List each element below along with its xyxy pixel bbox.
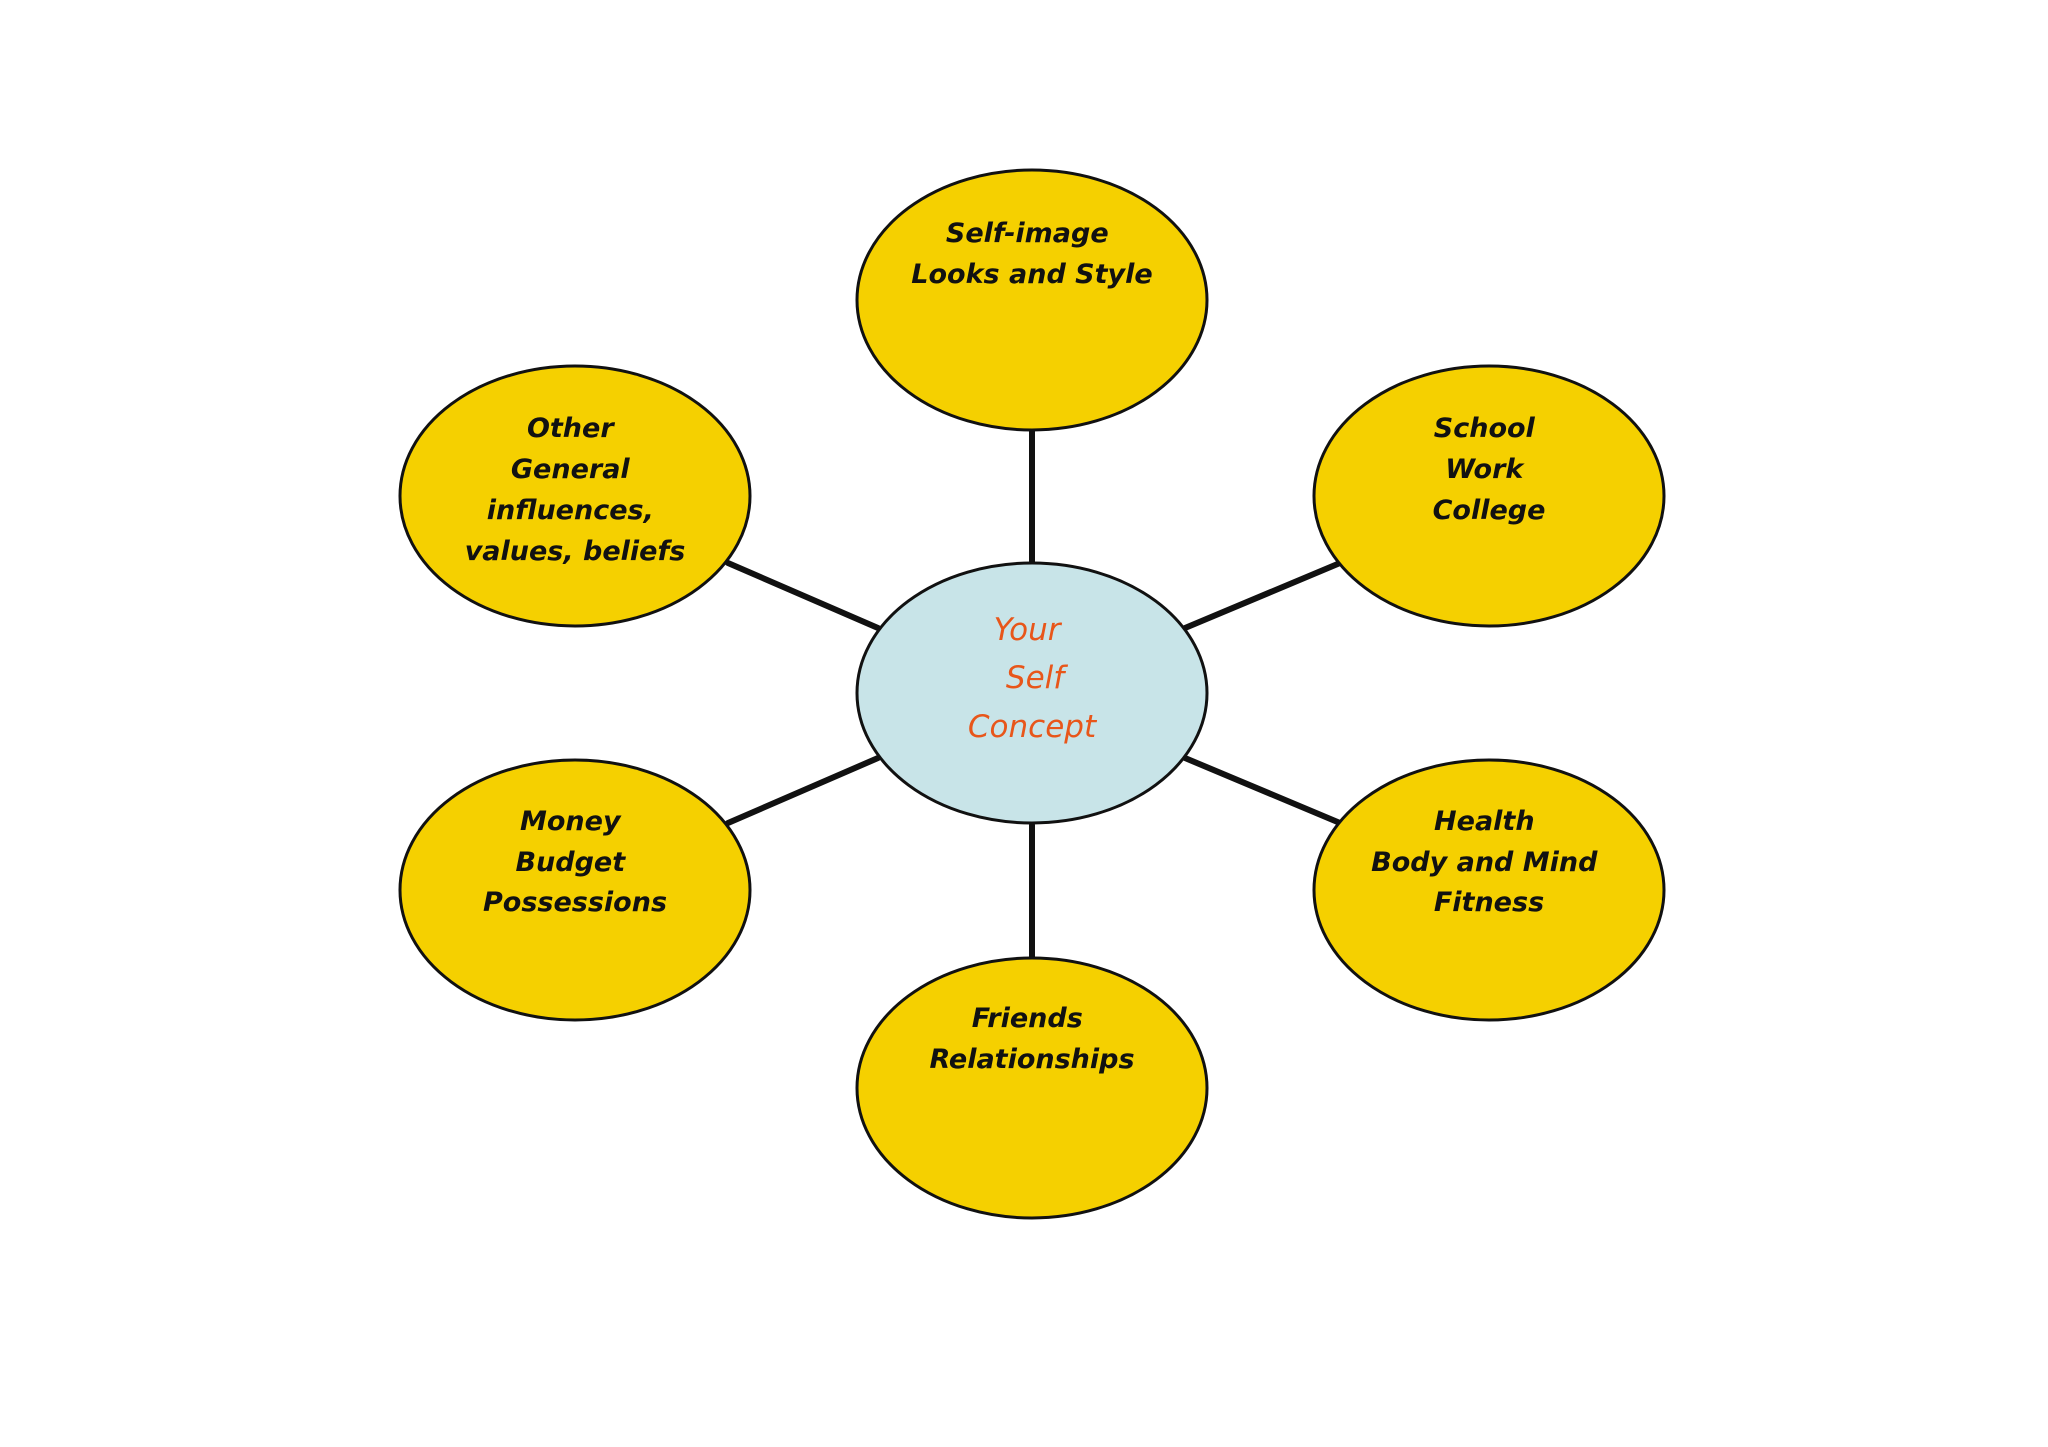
node-health: Health Body and Mind Fitness [1312,758,1666,1022]
svg-text:Health Body and Mind: Health Body and Mind Fitness [1371,806,1607,918]
connector-school [1182,560,1343,631]
node-school-line-3: College [1433,495,1546,526]
node-health-line-2: Body and Mind [1371,847,1598,878]
center-line-2: Self [1006,660,1068,696]
node-self-image-line-2: Looks and Style [911,259,1152,290]
connectors [725,427,1343,961]
node-health-line-1: Health [1434,806,1535,837]
node-school-line-2: Work [1445,454,1525,485]
node-self-image: Self-image Looks and Style [855,168,1209,432]
svg-text:Money Budget P: Money Budget Possessions [483,806,667,918]
svg-text:Friends Relationships: Friends Relationships [929,1003,1134,1075]
node-self-image-line-1: Self-image [946,218,1109,249]
center-line-3: Concept [968,709,1098,745]
center-line-1: Your [994,612,1063,648]
center-node: Your Self Concept [855,561,1209,825]
node-other-line-4: values, beliefs [465,536,686,567]
node-school: School Work College [1312,364,1666,628]
connector-money [725,755,881,826]
node-friends-line-1: Friends [972,1003,1083,1034]
node-money-line-2: Budget [515,847,626,878]
svg-text:Your Self Conc: Your Self Concept [968,612,1098,745]
svg-text:Other General: Other General influences, values, belief… [465,413,686,567]
svg-text:School Work Co: School Work College [1433,413,1546,526]
node-money-line-3: Possessions [483,887,667,918]
connector-health [1182,755,1343,826]
node-other-line-1: Other [527,413,615,444]
svg-text:Self-image Looks and S: Self-image Looks and Style [911,218,1152,290]
node-money: Money Budget Possessions [398,758,752,1022]
node-friends: Friends Relationships [855,956,1209,1220]
node-other-line-3: influences, [487,495,654,526]
node-friends-line-2: Relationships [929,1044,1134,1075]
connector-other [725,560,881,631]
node-health-line-3: Fitness [1434,887,1544,918]
node-other: Other General influences, values, belief… [398,364,752,628]
node-school-line-1: School [1434,413,1536,444]
node-other-line-2: General [511,454,631,485]
node-money-line-1: Money [520,806,622,837]
